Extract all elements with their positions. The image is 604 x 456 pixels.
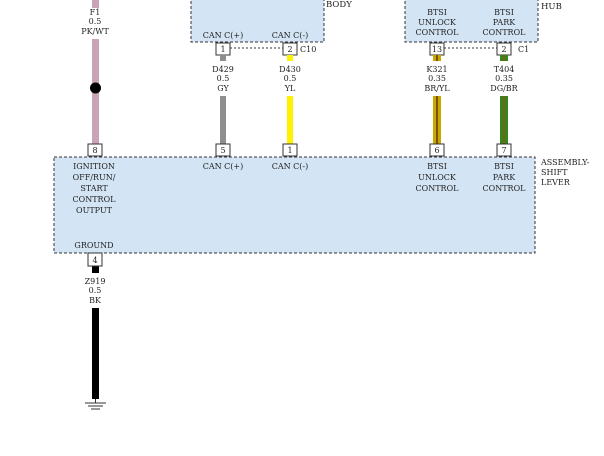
lever-pin-1-label: CAN C(-) xyxy=(272,162,309,171)
hub-pin2-label: BTSI PARK CONTROL xyxy=(483,8,527,37)
svg-text:OFF/RUN/: OFF/RUN/ xyxy=(73,173,116,182)
svg-text:DG/BR: DG/BR xyxy=(490,84,518,93)
svg-text:Z919: Z919 xyxy=(85,277,106,286)
lever-pin-4-number: 4 xyxy=(92,256,97,265)
wire-k321-br-yl xyxy=(433,55,441,144)
svg-text:PARK: PARK xyxy=(493,173,516,182)
svg-text:BR/YL: BR/YL xyxy=(424,84,450,93)
svg-text:ASSEMBLY-: ASSEMBLY- xyxy=(540,158,590,167)
lever-pin-5-label: CAN C(+) xyxy=(203,162,244,171)
svg-text:GY: GY xyxy=(217,84,229,93)
svg-text:0.35: 0.35 xyxy=(495,74,513,83)
svg-text:CONTROL: CONTROL xyxy=(416,28,460,37)
svg-text:SHIFT: SHIFT xyxy=(541,168,568,177)
wire-z919-bk xyxy=(92,266,99,399)
lever-pin-7-box xyxy=(496,143,512,157)
body-pin-2-number: 2 xyxy=(287,45,292,54)
wire-label-k321: K321 0.35 BR/YL xyxy=(424,65,450,93)
svg-text:D430: D430 xyxy=(279,65,301,74)
body-pin-1-number: 1 xyxy=(220,45,225,54)
c10-connector-label: C10 xyxy=(300,45,316,54)
wire-f1-pk-wt xyxy=(90,0,101,145)
splice-dot xyxy=(90,82,101,94)
shift-lever-module-label: ASSEMBLY- SHIFT LEVER xyxy=(540,158,590,187)
wire-t404-dg-br xyxy=(500,55,508,144)
svg-text:0.5: 0.5 xyxy=(284,74,297,83)
wire-label-f1: F1 0.5 PK/WT xyxy=(81,8,109,36)
svg-text:OUTPUT: OUTPUT xyxy=(76,206,113,215)
svg-text:BK: BK xyxy=(89,296,102,305)
hub-pin-13-number: 13 xyxy=(432,45,442,54)
wire-label-d429: D429 0.5 GY xyxy=(212,65,234,93)
wire-d430-yl xyxy=(287,55,293,144)
svg-text:0.5: 0.5 xyxy=(89,17,102,26)
lever-pin-6-label: BTSI UNLOCK CONTROL xyxy=(416,162,460,193)
lever-pin-8-number: 8 xyxy=(92,146,97,155)
shift-lever-module xyxy=(53,156,536,254)
svg-text:BTSI: BTSI xyxy=(427,8,447,17)
wire-d429-gy xyxy=(220,55,226,144)
svg-text:0.35: 0.35 xyxy=(428,74,446,83)
body-pin2-label: CAN C(-) xyxy=(272,31,309,40)
hub-module-label: HUB xyxy=(541,2,562,12)
lever-pin-5-box xyxy=(215,143,231,157)
hub-pin-2-number: 2 xyxy=(501,45,506,54)
svg-text:K321: K321 xyxy=(426,65,447,74)
body-pin1-label: CAN C(+) xyxy=(203,31,244,40)
svg-text:BTSI: BTSI xyxy=(494,8,514,17)
hub-pin13-label: BTSI UNLOCK CONTROL xyxy=(416,8,460,37)
svg-text:CONTROL: CONTROL xyxy=(483,184,527,193)
body-module-label: BODY xyxy=(326,0,352,10)
lever-pin-8-label: IGNITION OFF/RUN/ START CONTROL OUTPUT xyxy=(73,162,117,215)
lever-pin-1-box xyxy=(282,143,298,157)
svg-text:IGNITION: IGNITION xyxy=(73,162,115,171)
svg-text:PK/WT: PK/WT xyxy=(81,27,109,36)
lever-pin-8-box xyxy=(87,143,103,157)
svg-text:CONTROL: CONTROL xyxy=(483,28,527,37)
svg-text:T404: T404 xyxy=(494,65,515,74)
svg-text:YL: YL xyxy=(284,84,296,93)
svg-text:CONTROL: CONTROL xyxy=(416,184,460,193)
wire-label-t404: T404 0.35 DG/BR xyxy=(490,65,518,93)
lever-pin-4-box xyxy=(87,252,103,267)
svg-text:START: START xyxy=(80,184,108,193)
lever-pin-6-number: 6 xyxy=(434,146,439,155)
lever-pin-7-number: 7 xyxy=(501,146,506,155)
svg-text:CONTROL: CONTROL xyxy=(73,195,117,204)
svg-text:UNLOCK: UNLOCK xyxy=(418,173,457,182)
hub-module xyxy=(404,0,539,43)
svg-text:PARK: PARK xyxy=(493,18,516,27)
svg-text:D429: D429 xyxy=(212,65,234,74)
c1-connector-label: C1 xyxy=(518,45,529,54)
lever-pin-5-number: 5 xyxy=(220,146,225,155)
wire-label-d430: D430 0.5 YL xyxy=(279,65,301,93)
svg-text:BTSI: BTSI xyxy=(427,162,447,171)
lever-pin-1-number: 1 xyxy=(287,146,292,155)
ground-icon xyxy=(85,399,106,410)
svg-text:0.5: 0.5 xyxy=(89,286,102,295)
svg-text:0.5: 0.5 xyxy=(217,74,230,83)
svg-text:F1: F1 xyxy=(90,8,101,17)
lever-pin-7-label: BTSI PARK CONTROL xyxy=(483,162,527,193)
svg-text:UNLOCK: UNLOCK xyxy=(418,18,457,27)
body-module xyxy=(190,0,325,43)
wire-label-z919: Z919 0.5 BK xyxy=(85,277,106,305)
lever-pin-4-label: GROUND xyxy=(74,241,113,250)
lever-pin-6-box xyxy=(429,143,445,157)
svg-text:BTSI: BTSI xyxy=(494,162,514,171)
svg-text:LEVER: LEVER xyxy=(541,178,571,187)
